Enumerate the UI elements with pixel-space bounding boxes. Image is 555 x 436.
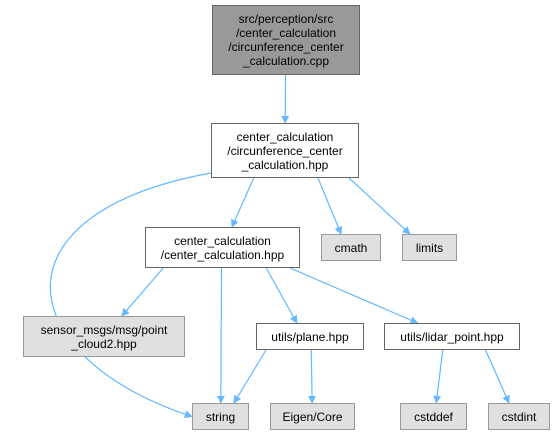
edge-circ_hpp-to-string: [49, 172, 212, 419]
node-cstdint[interactable]: cstdint: [488, 403, 550, 430]
node-center-calculation-hpp[interactable]: center_calculation /center_calculation.h…: [145, 227, 300, 268]
edge-lidar_hpp-to-cstdint: [484, 349, 510, 404]
edge-center_hpp-to-sensor_msgs: [121, 267, 164, 317]
node-circunference-center-calculation-hpp[interactable]: center_calculation /circunference_center…: [211, 123, 359, 178]
edge-center_hpp-to-lidar_hpp: [289, 267, 419, 324]
node-cmath[interactable]: cmath: [321, 234, 381, 261]
node-string[interactable]: string: [192, 403, 249, 430]
node-eigen-core[interactable]: Eigen/Core: [270, 403, 355, 430]
edge-circ_hpp-to-cmath: [317, 177, 343, 235]
edge-circ_hpp-to-limits: [348, 177, 411, 235]
edge-center_hpp-to-string: [216, 267, 225, 404]
node-cstddef[interactable]: cstddef: [400, 403, 467, 430]
node-circunference-center-calculation-cpp[interactable]: src/perception/src /center_calculation /…: [212, 5, 360, 75]
node-limits[interactable]: limits: [402, 234, 457, 261]
node-utils-plane-hpp[interactable]: utils/plane.hpp: [256, 323, 364, 350]
node-utils-lidar-point-hpp[interactable]: utils/lidar_point.hpp: [384, 323, 520, 350]
edge-lidar_hpp-to-cstddef: [433, 349, 444, 404]
edge-plane_hpp-to-string: [233, 349, 267, 404]
edge-circ_hpp-to-center_hpp: [231, 177, 255, 228]
node-sensor-msgs-point-cloud2-hpp[interactable]: sensor_msgs/msg/point _cloud2.hpp: [23, 316, 185, 357]
edge-center_hpp-to-plane_hpp: [265, 267, 298, 324]
edge-plane_hpp-to-eigen_core: [308, 349, 317, 404]
